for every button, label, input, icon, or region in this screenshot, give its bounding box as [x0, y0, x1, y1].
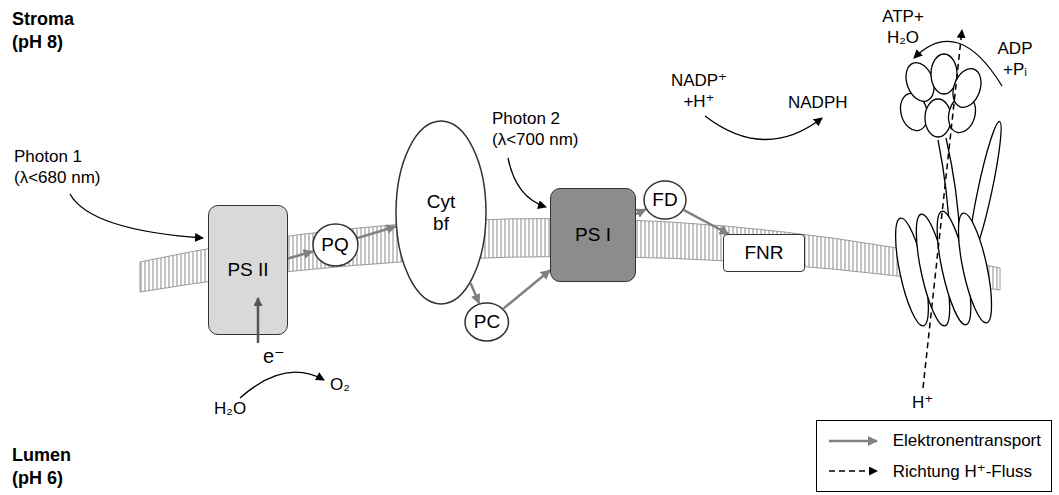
node-ellipse — [396, 121, 486, 304]
legend-sample — [827, 434, 881, 448]
legend-text: Richtung H⁺-Fluss — [893, 461, 1032, 482]
node-text: PS I — [575, 224, 611, 246]
node-text: PQ — [321, 234, 348, 256]
electron-arrow — [257, 298, 260, 343]
legend-box: ElektronentransportRichtung H⁺-Fluss — [816, 420, 1052, 492]
node-ellipse — [313, 224, 358, 266]
electron-transport-arrow — [357, 226, 395, 238]
molecule-label: H₂O — [214, 398, 246, 419]
legend-line — [829, 440, 877, 443]
electron-transport-arrow — [504, 270, 550, 308]
carrier-circle: FD — [643, 180, 687, 220]
node-text: PS II — [227, 259, 268, 281]
carrier-circle: PQ — [312, 223, 359, 267]
electron-label: e⁻ — [263, 344, 285, 369]
enzyme-box: FNR — [723, 234, 805, 272]
proton-label: H⁺ — [912, 392, 933, 413]
legend-sample — [827, 464, 881, 478]
electron-transport-arrow — [684, 210, 729, 234]
molecule-label: NADPH — [788, 92, 848, 113]
legend-row: Elektronentransport — [827, 426, 1041, 456]
molecule-label: ATP+ H₂O — [878, 6, 928, 49]
molecule-label: NADP⁺ +H⁺ — [668, 70, 730, 113]
node-text: PC — [474, 311, 500, 333]
electron-transport-arrow — [636, 209, 646, 214]
node-text: FD — [652, 189, 677, 211]
node-text: Cyt bf — [427, 191, 456, 235]
electron-transport-arrow — [471, 283, 479, 303]
photosystem-box: PS II — [208, 205, 288, 335]
node-ellipse — [465, 303, 508, 341]
molecule-label: ADP +Pᵢ — [990, 38, 1040, 81]
photon-label: Photon 1 (λ<680 nm) — [14, 146, 119, 189]
atp-synthase — [889, 54, 1007, 328]
molecule-label: O₂ — [330, 374, 350, 395]
legend-row: Richtung H⁺-Fluss — [827, 456, 1041, 486]
proton-flow-arrow — [923, 30, 962, 388]
compartment-label: Stroma (pH 8) — [12, 8, 84, 53]
node-ellipse — [644, 181, 686, 219]
photosystem-box: PS I — [550, 188, 636, 282]
legend-line — [829, 470, 877, 472]
node-text: FNR — [744, 242, 783, 264]
carrier-circle: PC — [464, 302, 509, 342]
compartment-label: Lumen (pH 6) — [12, 444, 84, 489]
photon-label: Photon 2 (λ<700 nm) — [492, 108, 597, 151]
legend-text: Elektronentransport — [893, 431, 1041, 451]
reaction-arrows — [240, 41, 1002, 398]
complex-ellipse: Cyt bf — [395, 120, 487, 305]
electron-transport-arrow — [288, 251, 313, 258]
